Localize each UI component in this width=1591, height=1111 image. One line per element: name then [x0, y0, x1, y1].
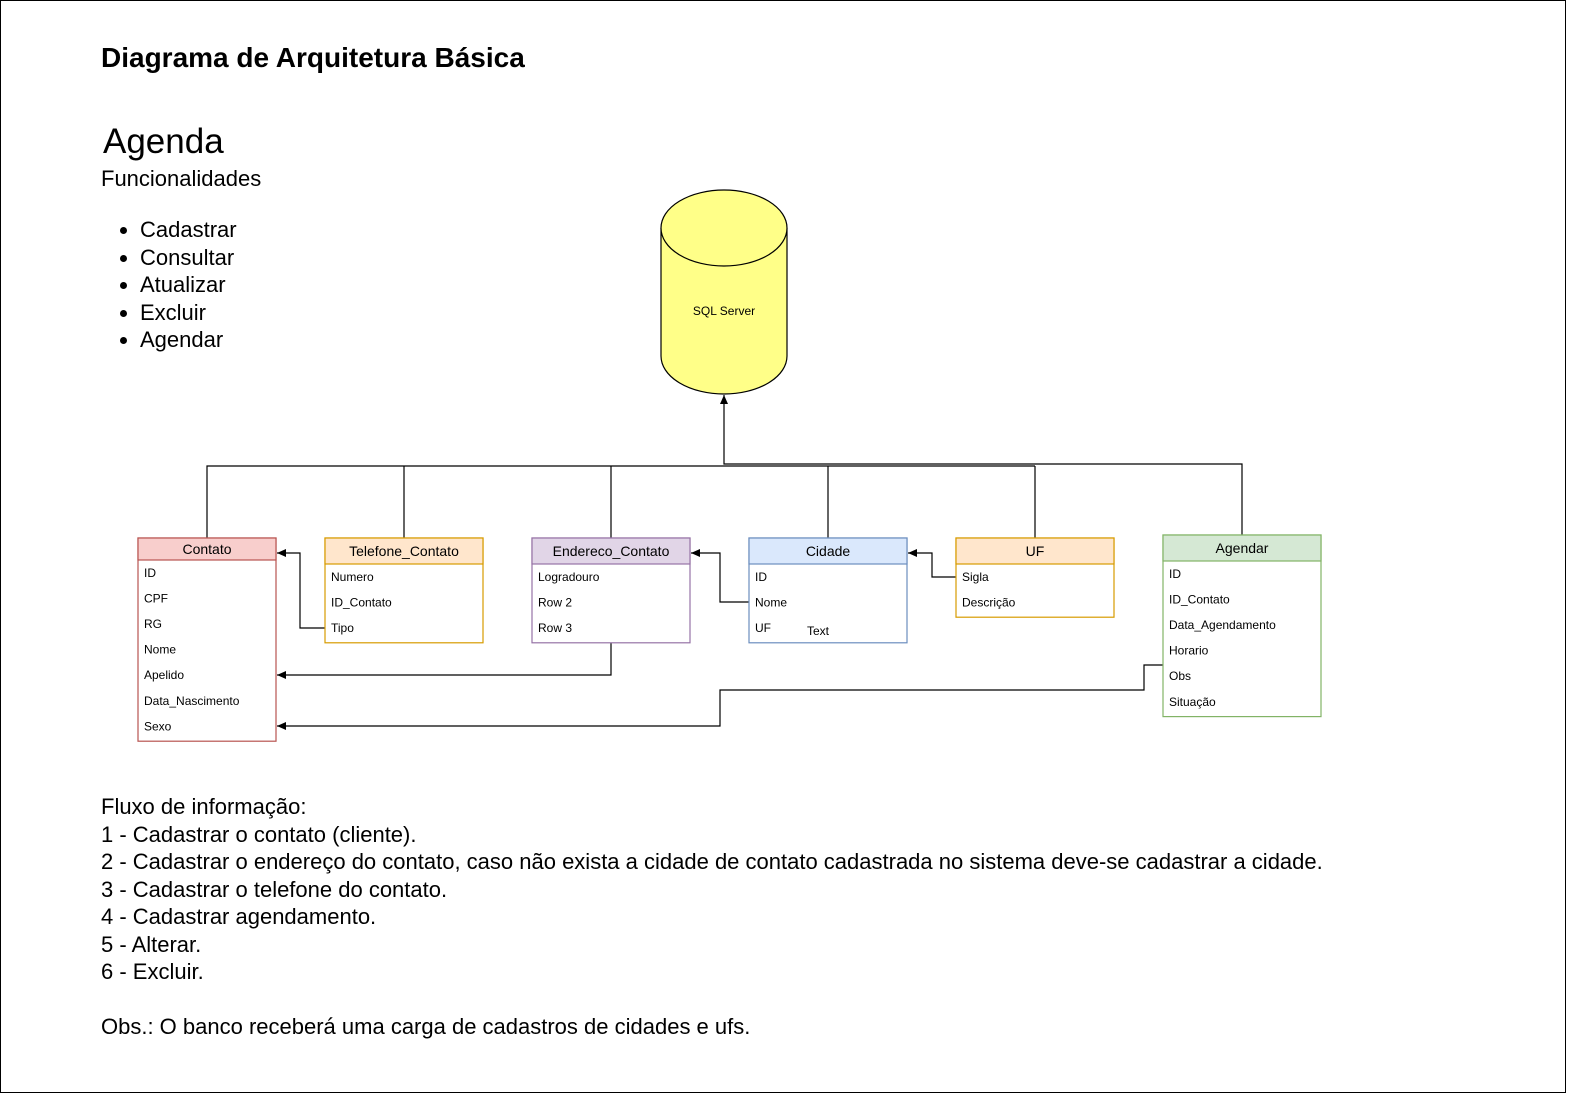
table-field[interactable]: Sexo [144, 719, 172, 733]
table-title: UF [1026, 543, 1045, 559]
table-title: Agendar [1216, 540, 1269, 556]
table-field[interactable]: Data_Agendamento [1169, 618, 1276, 632]
feature-item: Cadastrar [140, 216, 237, 244]
database-label: SQL Server [693, 304, 755, 318]
table-field[interactable]: ID [1169, 567, 1181, 581]
table-field[interactable]: Sigla [962, 570, 989, 584]
table-field[interactable]: Numero [331, 570, 374, 584]
table-header [748, 537, 908, 565]
table-title: Cidade [806, 543, 851, 559]
table-field[interactable]: ID [144, 566, 156, 580]
table-header [531, 537, 691, 565]
table-header [324, 537, 484, 565]
table-field[interactable]: CPF [144, 591, 168, 605]
features-list: Cadastrar Consultar Atualizar Excluir Ag… [101, 216, 237, 354]
table-body [137, 537, 277, 742]
connector-contato-to-bus [206, 465, 1035, 538]
table-field[interactable]: Apelido [144, 668, 184, 682]
table-header [137, 537, 277, 561]
connector-agendar-to-database [720, 395, 1243, 535]
relation-telefone-tipo-to-contato [277, 549, 326, 629]
table-header [955, 537, 1115, 565]
table-field[interactable]: ID [755, 570, 767, 584]
table-title: Telefone_Contato [349, 543, 459, 559]
app-title: Agenda [103, 122, 224, 161]
table-field[interactable]: Situação [1169, 695, 1216, 709]
feature-item: Agendar [140, 326, 237, 354]
flow-step: 5 - Alterar. [101, 931, 202, 957]
flow-step: 3 - Cadastrar o telefone do contato. [101, 876, 448, 902]
flow-heading: Fluxo de informação: [101, 794, 307, 819]
feature-item: Consultar [140, 244, 237, 272]
table-body [1162, 534, 1322, 718]
table-field[interactable]: ID_Contato [331, 595, 392, 609]
floating-text: Text [807, 624, 830, 638]
flow-step: 1 - Cadastrar o contato (cliente). [101, 821, 417, 847]
table-field[interactable]: Row 3 [538, 621, 572, 635]
relation-endereco-to-contato-apelido [277, 641, 612, 679]
obs-note: Obs.: O banco receberá uma carga de cada… [101, 1014, 751, 1039]
table-header [1162, 534, 1322, 562]
relation-cidade-nome-to-endereco [691, 549, 750, 603]
table-title: Contato [182, 541, 231, 557]
table-field[interactable]: Horario [1169, 644, 1209, 658]
flow-step: 2 - Cadastrar o endereço do contato, cas… [101, 849, 1323, 874]
table-field[interactable]: Data_Nascimento [144, 694, 240, 708]
page-title: Diagrama de Arquitetura Básica [101, 42, 525, 73]
table-field[interactable]: ID_Contato [1169, 592, 1230, 606]
database-top [660, 189, 788, 267]
table-field[interactable]: Nome [755, 595, 787, 609]
table-field[interactable]: Nome [144, 643, 176, 657]
database-cylinder[interactable]: SQL Server [660, 189, 788, 395]
feature-item: Atualizar [140, 271, 237, 299]
flow-step: 6 - Excluir. [101, 959, 204, 984]
table-field[interactable]: RG [144, 617, 162, 631]
table-field[interactable]: Tipo [331, 621, 354, 635]
table-title: Endereco_Contato [553, 543, 670, 559]
flow-step: 4 - Cadastrar agendamento. [101, 904, 377, 929]
table-field[interactable]: Row 2 [538, 595, 572, 609]
table-field[interactable]: Descrição [962, 595, 1016, 609]
feature-item: Excluir [140, 299, 237, 327]
flow-section: Fluxo de informação: 1 - Cadastrar o con… [101, 793, 1323, 986]
relation-agendar-obs-to-contato-sexo [277, 664, 1164, 730]
database-body [660, 228, 788, 395]
table-field[interactable]: Logradouro [538, 570, 600, 584]
table-field[interactable]: Obs [1169, 669, 1191, 683]
table-field[interactable]: UF [755, 621, 771, 635]
relation-uf-sigla-to-cidade [908, 549, 957, 578]
features-heading: Funcionalidades [101, 166, 262, 191]
